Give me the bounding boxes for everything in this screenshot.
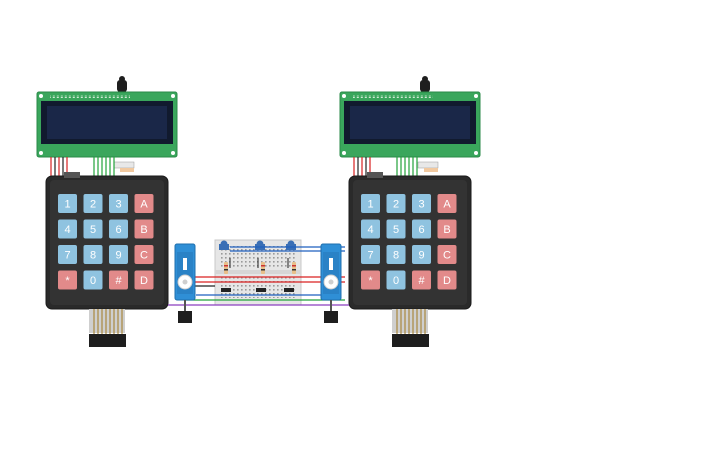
key-label: C (443, 250, 451, 262)
key-label: D (443, 275, 451, 287)
key-label: * (368, 275, 373, 287)
servo-connector-right (324, 311, 338, 323)
keypad-ribbon-left (89, 309, 126, 347)
key-label: 1 (367, 199, 373, 211)
key-d[interactable]: D (437, 270, 457, 290)
key-label: 0 (393, 275, 399, 287)
keypad-connector-right (392, 334, 429, 347)
keypad-connector-left (89, 334, 126, 347)
lcd-pot-right[interactable] (420, 80, 430, 92)
key-label: 2 (393, 199, 399, 211)
keypad-right: 1 2 3 A 4 5 6 B 7 8 9 C * 0 # D (348, 172, 472, 310)
key-star[interactable]: * (58, 270, 77, 290)
key-label: 5 (90, 224, 96, 236)
key-label: 9 (418, 250, 424, 262)
key-label: 3 (418, 199, 424, 211)
key-label: 3 (115, 199, 121, 211)
key-c[interactable]: C (134, 245, 154, 264)
key-label: A (443, 199, 451, 211)
key-label: 2 (90, 199, 96, 211)
lcd-keypad-wires-right (353, 157, 418, 176)
servo-left[interactable] (174, 243, 196, 323)
key-4[interactable]: 4 (58, 219, 77, 239)
lcd-screen-left (47, 106, 167, 139)
resistor-2 (261, 262, 265, 274)
key-a[interactable]: A (134, 194, 154, 213)
key-8[interactable]: 8 (83, 245, 103, 264)
left-module: 1 2 3 A 4 5 6 B 7 8 9 C * 0 # D (36, 76, 178, 347)
key-label: 9 (115, 250, 121, 262)
key-1[interactable]: 1 (361, 194, 380, 213)
key-3[interactable]: 3 (109, 194, 128, 213)
key-label: 4 (64, 224, 70, 236)
key-d[interactable]: D (134, 270, 154, 290)
key-3[interactable]: 3 (412, 194, 431, 213)
key-label: 7 (64, 250, 70, 262)
servo-right[interactable] (320, 243, 342, 323)
lcd-screen-right (350, 106, 470, 139)
key-1[interactable]: 1 (58, 194, 77, 213)
key-8[interactable]: 8 (386, 245, 406, 264)
key-label: A (140, 199, 148, 211)
key-0[interactable]: 0 (83, 270, 103, 290)
key-9[interactable]: 9 (412, 245, 431, 264)
right-module: 1 2 3 A 4 5 6 B 7 8 9 C * 0 # D (339, 76, 481, 347)
key-label: * (65, 275, 70, 287)
key-label: 7 (367, 250, 373, 262)
key-label: 6 (418, 224, 424, 236)
key-label: C (140, 250, 148, 262)
key-label: 1 (64, 199, 70, 211)
key-4[interactable]: 4 (361, 219, 380, 239)
pushbutton-1[interactable] (219, 240, 229, 251)
key-hash[interactable]: # (109, 270, 128, 290)
key-c[interactable]: C (437, 245, 457, 264)
key-b[interactable]: B (437, 219, 457, 239)
key-label: 8 (393, 250, 399, 262)
key-label: 4 (367, 224, 373, 236)
key-6[interactable]: 6 (412, 219, 431, 239)
key-hash[interactable]: # (412, 270, 431, 290)
key-5[interactable]: 5 (83, 219, 103, 239)
resistor-3 (292, 262, 296, 274)
key-7[interactable]: 7 (361, 245, 380, 264)
key-label: D (140, 275, 148, 287)
key-9[interactable]: 9 (109, 245, 128, 264)
key-star[interactable]: * (361, 270, 380, 290)
key-label: # (418, 275, 425, 287)
key-label: 6 (115, 224, 121, 236)
key-b[interactable]: B (134, 219, 154, 239)
key-5[interactable]: 5 (386, 219, 406, 239)
resistor-1 (224, 262, 228, 274)
key-0[interactable]: 0 (386, 270, 406, 290)
key-label: 5 (393, 224, 399, 236)
keypad-ribbon-right (392, 309, 429, 347)
key-2[interactable]: 2 (83, 194, 103, 213)
key-a[interactable]: A (437, 194, 457, 213)
key-2[interactable]: 2 (386, 194, 406, 213)
key-label: 8 (90, 250, 96, 262)
key-label: 0 (90, 275, 96, 287)
lcd-display-right (339, 91, 481, 158)
key-7[interactable]: 7 (58, 245, 77, 264)
lcd-pot-left[interactable] (117, 80, 127, 92)
key-6[interactable]: 6 (109, 219, 128, 239)
key-label: # (115, 275, 122, 287)
keypad-left: 1 2 3 A 4 5 6 B 7 8 9 C * 0 # D (45, 172, 169, 310)
resistors (224, 262, 296, 274)
key-label: B (140, 224, 147, 236)
servo-connector-left (178, 311, 192, 323)
lcd-keypad-wires-left (50, 157, 115, 176)
key-label: B (443, 224, 450, 236)
lcd-display-left (36, 91, 178, 158)
